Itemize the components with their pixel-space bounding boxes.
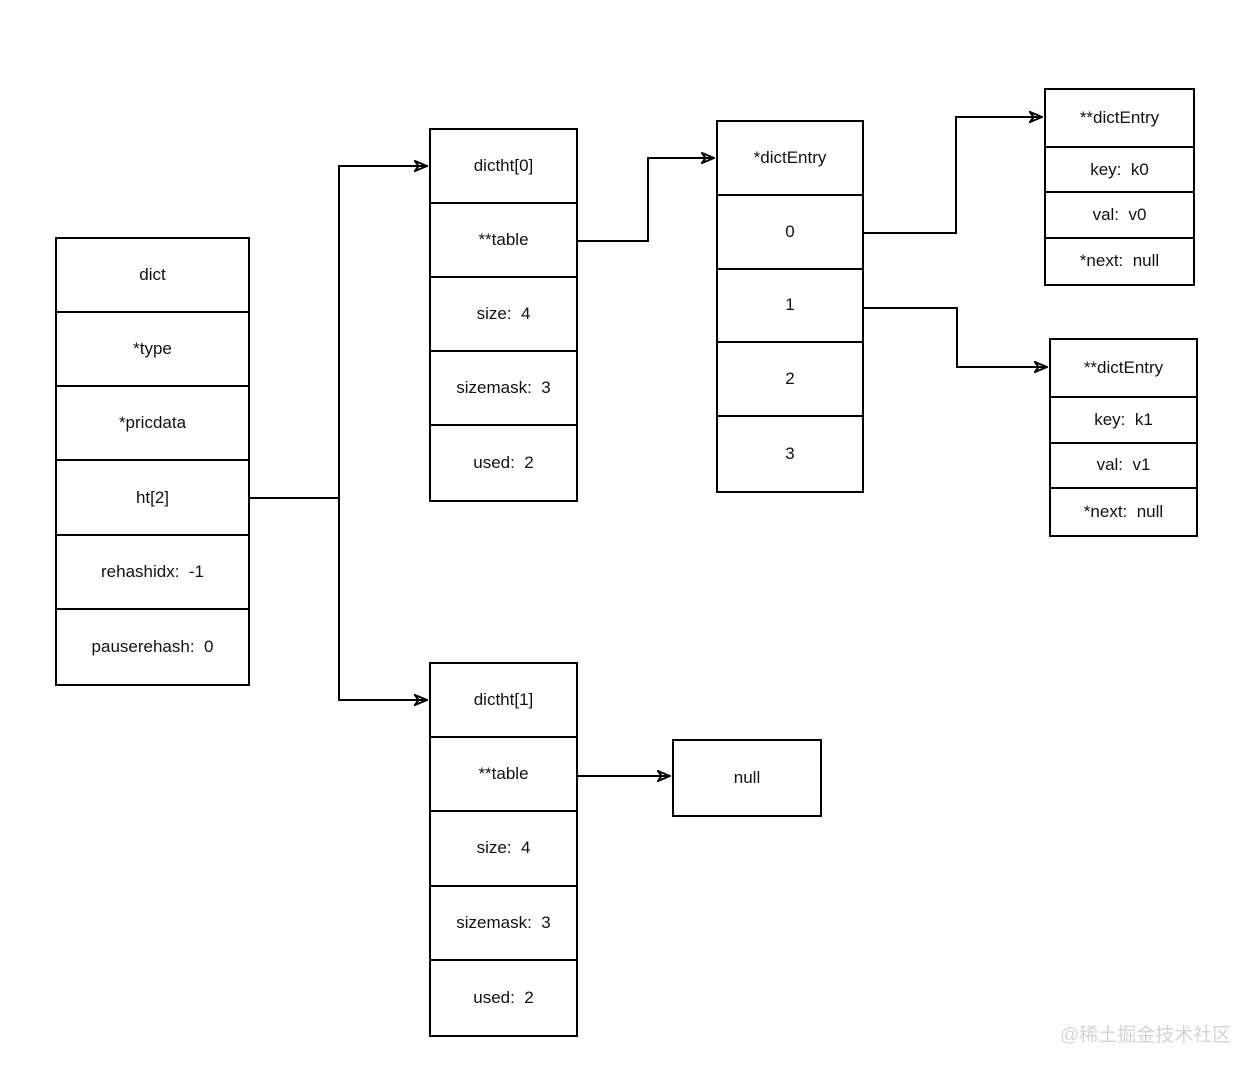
dictht1-row-table: **table	[431, 738, 576, 813]
dictht1-row-sizemask: sizemask: 3	[431, 887, 576, 961]
entry0-box: **dictEntry key: k0 val: v0 *next: null	[1044, 88, 1195, 286]
dictht1-box: dictht[1] **table size: 4 sizemask: 3 us…	[429, 662, 578, 1037]
entry1-title: **dictEntry	[1051, 340, 1196, 398]
dictht0-row-used: used: 2	[473, 453, 534, 472]
entry1-box: **dictEntry key: k1 val: v1 *next: null	[1049, 338, 1198, 537]
dict-box: dict *type *pricdata ht[2] rehashidx: -1…	[55, 237, 250, 686]
arrow-table0-to-bucket	[578, 158, 714, 242]
null-label: null	[733, 768, 761, 787]
dictht1-row-used: used: 2	[473, 987, 534, 1007]
bucket-array-box: *dictEntry 0 1 2 3	[716, 120, 864, 493]
dict-row-pricdata: *pricdata	[57, 387, 248, 462]
entry1-row-key: key: k1	[1051, 398, 1196, 444]
entry0-row-val: val: v0	[1046, 193, 1193, 239]
bucket-slot-0: 0	[718, 196, 862, 270]
arrow-bucket1-to-entry1	[864, 307, 1047, 367]
dict-row-rehashidx: rehashidx: -1	[57, 536, 248, 610]
dict-row-pauserehash: pauserehash: 0	[91, 636, 214, 656]
dict-title: dict	[57, 239, 248, 314]
dictht1-row-size: size: 4	[431, 812, 576, 887]
bucket-slot-1: 1	[718, 270, 862, 344]
entry1-row-val: val: v1	[1051, 444, 1196, 490]
bucket-slot-3: 3	[785, 444, 795, 464]
arrow-ht2-to-dictht0	[250, 166, 427, 499]
dictht0-row-sizemask: sizemask: 3	[431, 352, 576, 426]
bucket-array-title: *dictEntry	[718, 122, 862, 196]
entry1-row-next: *next: null	[1083, 502, 1164, 522]
dictht0-row-size: size: 4	[431, 278, 576, 352]
entry0-title: **dictEntry	[1046, 90, 1193, 148]
dict-row-ht2: ht[2]	[57, 461, 248, 536]
watermark: @稀土掘金技术社区	[1060, 1025, 1232, 1046]
dictht0-title: dictht[0]	[431, 130, 576, 204]
arrow-ht2-to-dictht1	[338, 498, 427, 700]
entry0-row-key: key: k0	[1046, 148, 1193, 194]
dictht0-box: dictht[0] **table size: 4 sizemask: 3 us…	[429, 128, 578, 502]
null-box: null	[672, 739, 822, 817]
arrow-bucket0-to-entry0	[864, 117, 1042, 234]
dict-row-type: *type	[57, 313, 248, 388]
entry0-row-next: *next: null	[1079, 251, 1160, 271]
dictht0-row-table: **table	[431, 204, 576, 278]
bucket-slot-2: 2	[718, 343, 862, 418]
dictht1-title: dictht[1]	[431, 664, 576, 739]
